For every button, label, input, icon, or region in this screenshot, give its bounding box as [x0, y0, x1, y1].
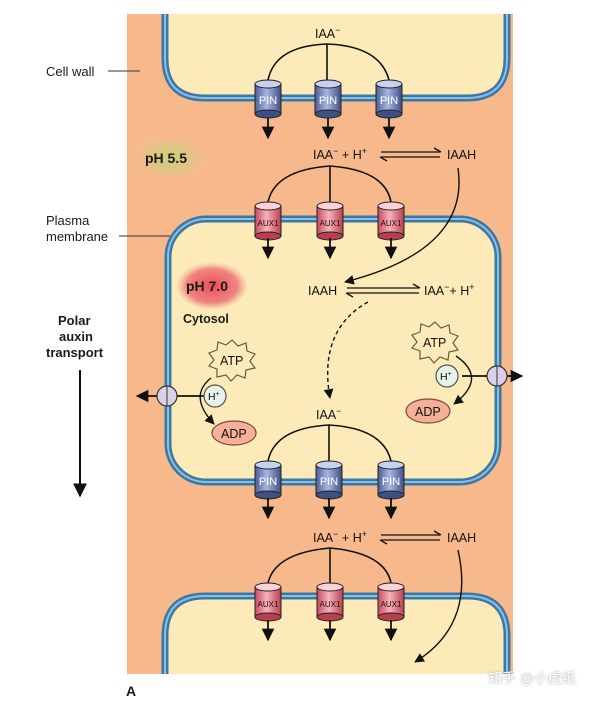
polar-transport-label-line3: transport: [46, 345, 104, 360]
plasma-membrane-label-line1: Plasma: [46, 213, 90, 228]
h-ion-left: H+: [208, 391, 220, 403]
adp-left-oval: [211, 420, 257, 446]
pin-label: PIN: [382, 476, 400, 488]
eq3-left: IAA− + H+: [313, 529, 367, 545]
ph-cytosol-blob: [176, 262, 248, 310]
h-ion-right: H+: [440, 371, 452, 383]
aux1-label: AUX1: [381, 600, 402, 609]
aux1-lower-connectors: [267, 547, 392, 584]
iaa-middle: IAA−: [316, 406, 341, 422]
aux1-label: AUX1: [258, 219, 279, 228]
eq2-right: IAA−+ H+: [424, 282, 475, 298]
h-ion-right-circle: [435, 364, 459, 388]
aux1-label: AUX1: [381, 219, 402, 228]
pin-label: PIN: [259, 476, 277, 488]
pin-label: PIN: [319, 95, 337, 107]
h-ion-left-circle: [203, 384, 227, 408]
aux1-label: AUX1: [320, 600, 341, 609]
aux1-carrier: AUX1: [377, 582, 405, 622]
left-proton-pump: [135, 377, 215, 425]
equilibrium-arrows: [345, 147, 442, 545]
plasma-membrane-label-line2: membrane: [46, 229, 109, 244]
right-proton-pump: [453, 355, 524, 405]
ph-wall-blob: [136, 136, 204, 180]
atp-left-label: ATP: [220, 354, 243, 368]
adp-left-label: ADP: [221, 427, 247, 441]
watermark: 知乎 @小虎纸: [488, 670, 577, 686]
eq1-iaah: IAAH: [447, 148, 476, 162]
aux1-label: AUX1: [320, 219, 341, 228]
pin-label: PIN: [320, 476, 338, 488]
aux1-carrier: AUX1: [254, 201, 282, 241]
polar-transport-label-line2: auxin: [59, 329, 93, 344]
aux1-carrier: AUX1: [316, 201, 344, 241]
lower-pin-connectors: [267, 424, 392, 462]
adp-right-label: ADP: [415, 405, 441, 419]
pin-label: PIN: [380, 95, 398, 107]
lower-iaah-diffusion-curve: [414, 549, 463, 663]
pin-carrier: PIN: [375, 79, 403, 119]
pin-carrier: PIN: [377, 460, 405, 500]
cell-wall-label: Cell wall: [46, 64, 95, 79]
iaa-dissociation-curve: [323, 301, 369, 399]
iaa-top: IAA−: [315, 25, 340, 41]
adp-right-oval: [405, 398, 451, 424]
eq2-iaah: IAAH: [308, 284, 337, 298]
ph-wall-label: pH 5.5: [145, 150, 187, 166]
aux1-carrier: AUX1: [377, 201, 405, 241]
panel-label: A: [126, 683, 137, 699]
iaah-diffusion-curve: [344, 167, 460, 285]
aux1-label: AUX1: [258, 600, 279, 609]
aux1-upper-connectors: [267, 165, 392, 203]
cytosol-label: Cytosol: [183, 312, 229, 326]
efflux-arrows: [261, 118, 398, 642]
ph-cytosol-label: pH 7.0: [186, 278, 228, 294]
upper-pin-connectors: [267, 43, 390, 81]
pin-label: PIN: [259, 95, 277, 107]
aux1-carrier: AUX1: [254, 582, 282, 622]
atp-right-label: ATP: [423, 336, 446, 350]
pin-carrier: PIN: [254, 460, 282, 500]
eq1-left: IAA− + H+: [313, 146, 367, 162]
atp-right-burst: [410, 321, 460, 364]
pin-carrier: PIN: [314, 79, 342, 119]
aux1-carrier: AUX1: [316, 582, 344, 622]
eq3-iaah: IAAH: [447, 531, 476, 545]
pin-carrier: PIN: [315, 460, 343, 500]
polar-transport-label-line1: Polar: [58, 313, 91, 328]
pin-carrier: PIN: [254, 79, 282, 119]
atp-left-burst: [207, 339, 257, 382]
